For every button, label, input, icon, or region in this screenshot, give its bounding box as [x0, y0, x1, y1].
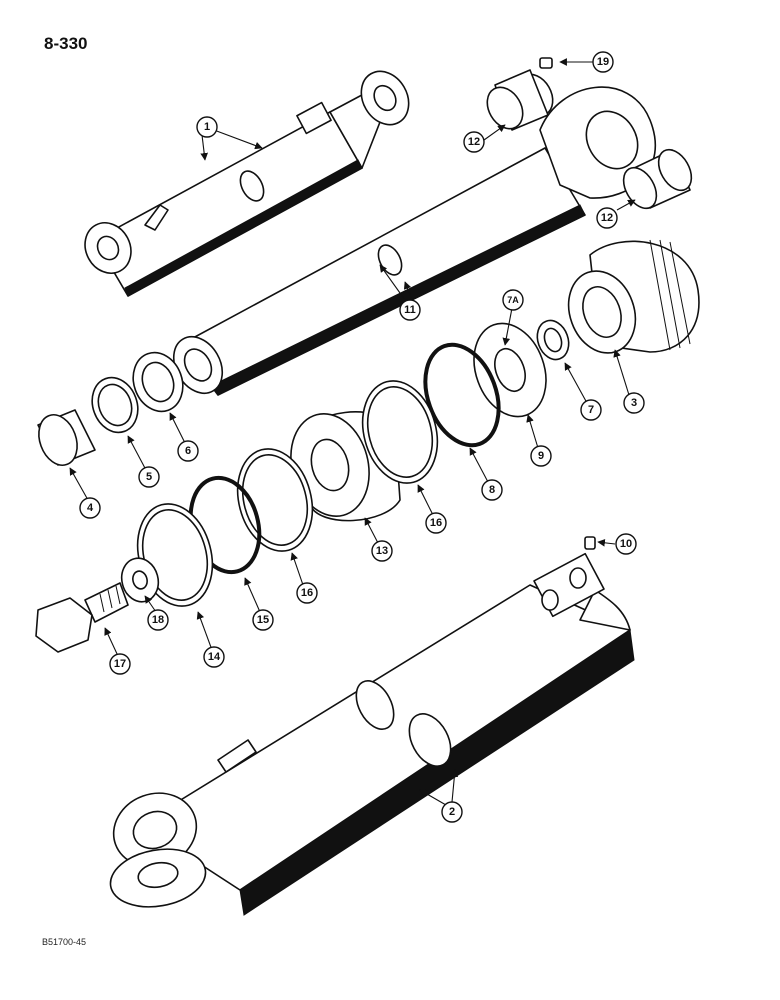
callout-label: 1	[204, 121, 210, 133]
o-ring-8	[423, 342, 501, 448]
callout-12-bottom: 12	[596, 207, 618, 229]
callout-10: 10	[615, 533, 637, 555]
callout-label: 9	[538, 450, 544, 462]
callout-13: 13	[371, 540, 393, 562]
callout-17: 17	[109, 653, 131, 675]
callout-16-right: 16	[425, 512, 447, 534]
seal-7	[536, 319, 570, 361]
callout-label: 4	[87, 502, 94, 514]
callout-19: 19	[592, 51, 614, 73]
callout-1: 1	[196, 116, 218, 138]
callout-18: 18	[147, 609, 169, 631]
piston-rod	[172, 86, 657, 396]
callout-15: 15	[252, 609, 274, 631]
grease-fitting-19	[539, 57, 553, 69]
callout-label: 16	[301, 587, 313, 599]
cylinder-barrel	[109, 552, 635, 916]
grease-fitting-10	[584, 536, 596, 550]
callout-label: 18	[152, 614, 164, 626]
callout-label: 14	[208, 651, 221, 663]
small-cylinder-assembly	[84, 70, 410, 297]
callout-label: 7	[588, 404, 594, 416]
page-number: 8-330	[44, 34, 88, 53]
callout-5: 6	[177, 440, 199, 462]
callout-label: 13	[376, 545, 388, 557]
callout-label: 8	[489, 484, 495, 496]
callout-11: 11	[399, 299, 421, 321]
bushing-6	[37, 409, 96, 466]
callout-12-top: 12	[463, 131, 485, 153]
callout-2: 2	[441, 801, 463, 823]
callout-label: 3	[631, 397, 637, 409]
callout-label: 6	[185, 445, 191, 457]
washer-9-7A	[473, 322, 547, 418]
callout-7A: 7A	[502, 289, 524, 311]
bolt-17	[35, 582, 129, 653]
callout-label: 10	[620, 538, 632, 550]
callout-6: 4	[79, 497, 101, 519]
callout-label: 19	[597, 56, 609, 68]
ring-16-right	[361, 380, 439, 484]
callout-7: 7	[580, 399, 602, 421]
callout-label: 12	[601, 212, 613, 224]
callout-8: 8	[481, 479, 503, 501]
callout-label: 16	[430, 517, 442, 529]
bushing-bottom	[622, 148, 693, 210]
callout-label: 17	[114, 658, 126, 670]
callout-label: 5	[146, 471, 152, 483]
washer-18	[120, 557, 160, 603]
callout-label: 11	[404, 304, 416, 316]
callout-label: 12	[468, 136, 480, 148]
wiper-5	[132, 351, 184, 413]
bushing-top	[486, 69, 554, 131]
gland-3	[567, 239, 700, 354]
ring-4	[91, 376, 139, 434]
callout-16-left: 16	[296, 582, 318, 604]
callout-label: 7A	[507, 295, 519, 305]
callout-label: 2	[449, 806, 455, 818]
ring-16-left	[236, 448, 314, 552]
callout-3: 3	[623, 392, 645, 414]
figure-code: B51700-45	[42, 937, 87, 947]
leader-lines	[69, 58, 636, 806]
callout-9: 9	[530, 445, 552, 467]
callout-4: 5	[138, 466, 160, 488]
callout-14: 14	[203, 646, 225, 668]
callout-label: 15	[257, 614, 269, 626]
